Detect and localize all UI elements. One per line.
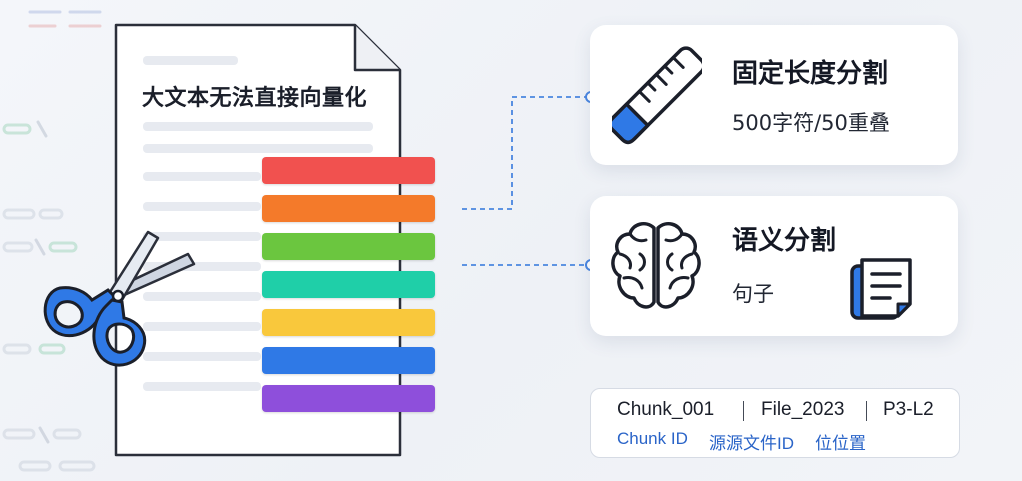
brain-icon bbox=[611, 222, 701, 309]
chunk-id-value: Chunk_001 bbox=[617, 399, 715, 420]
chunk-strip-1 bbox=[262, 157, 435, 184]
ruler-icon bbox=[612, 46, 702, 145]
position-value: P3-L2 bbox=[883, 399, 934, 420]
chunk-strip-4 bbox=[262, 271, 435, 298]
semantic-subtitle: 句子 bbox=[732, 282, 774, 306]
document-icon bbox=[850, 258, 912, 320]
semantic-title: 语义分割 bbox=[732, 226, 837, 256]
separator bbox=[743, 401, 744, 421]
chunk-strip-2 bbox=[262, 195, 435, 222]
semantic-card: 语义分割 句子 bbox=[590, 196, 958, 336]
fixed-length-subtitle: 500字符/50重叠 bbox=[732, 111, 890, 135]
fixed-length-card: 固定长度分割 500字符/50重叠 bbox=[590, 25, 958, 165]
chunk-strip-6 bbox=[262, 347, 435, 374]
chunk-strip-5 bbox=[262, 309, 435, 336]
document-title: 大文本无法直接向量化 bbox=[142, 86, 368, 111]
metadata-box: Chunk_001 File_2023 P3-L2 Chunk ID 源源文件I… bbox=[590, 388, 960, 458]
file-id-label: 源源文件ID bbox=[709, 434, 794, 453]
separator bbox=[866, 401, 867, 421]
chunk-id-label: Chunk ID bbox=[617, 429, 688, 448]
position-label: 位位置 bbox=[815, 434, 866, 453]
background-code-decoration bbox=[2, 10, 102, 472]
file-id-value: File_2023 bbox=[761, 399, 845, 420]
fixed-length-title: 固定长度分割 bbox=[732, 59, 889, 89]
scissors-icon bbox=[43, 230, 196, 367]
chunk-strip-3 bbox=[262, 233, 435, 260]
chunk-strip-7 bbox=[262, 385, 435, 412]
